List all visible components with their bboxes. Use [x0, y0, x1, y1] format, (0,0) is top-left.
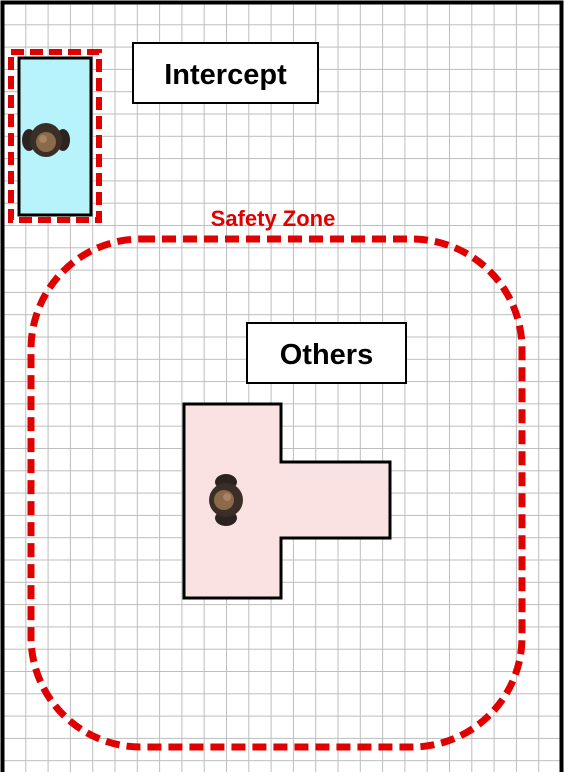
intercept-label: Intercept [164, 59, 287, 91]
safety-zone-label: Safety Zone [211, 206, 336, 231]
others-label: Others [280, 339, 373, 371]
